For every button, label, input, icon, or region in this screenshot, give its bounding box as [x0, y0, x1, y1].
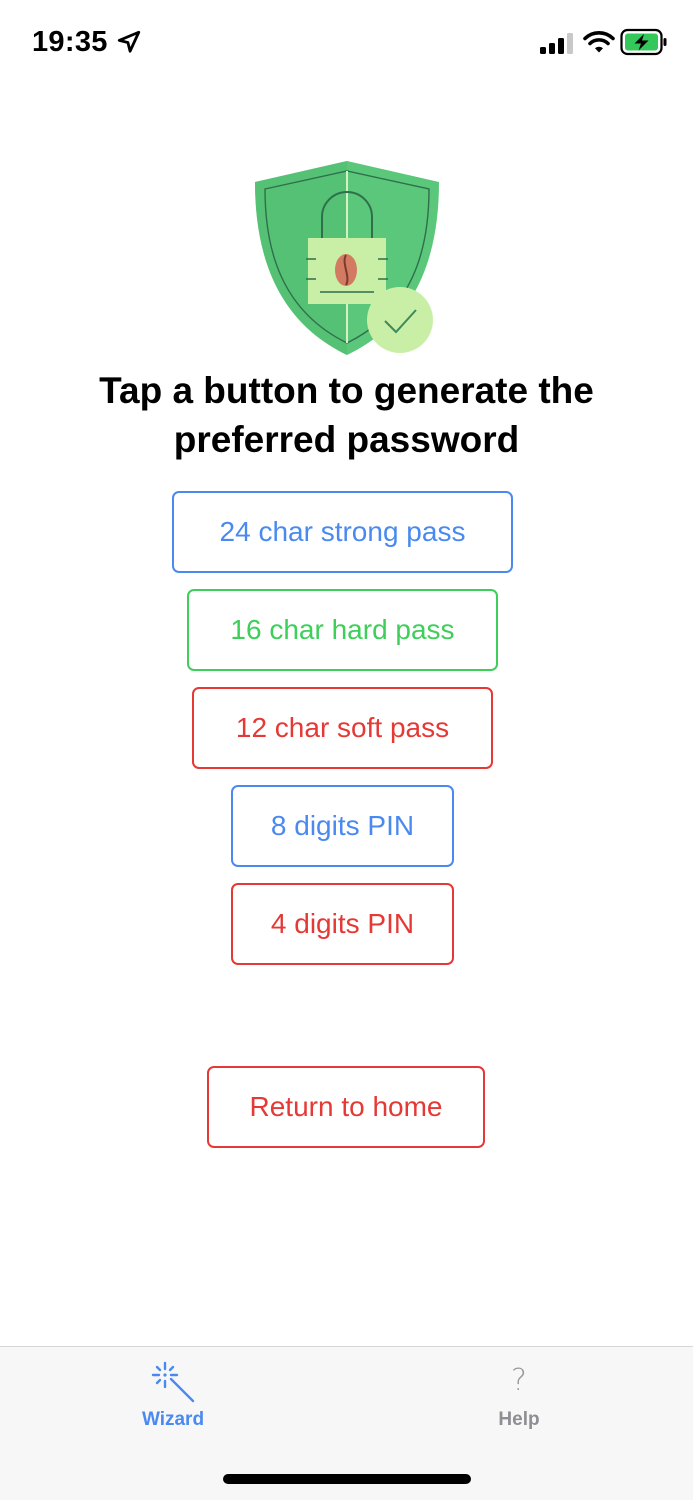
heading-line-2: preferred password — [173, 419, 520, 460]
tab-help-label: Help — [498, 1409, 540, 1430]
page-heading: Tap a button to generate the preferred p… — [40, 366, 653, 464]
heading-line-1: Tap a button to generate the — [99, 370, 594, 411]
status-time: 19:35 — [32, 26, 108, 58]
wifi-icon — [583, 31, 615, 53]
four-digit-pin-button[interactable]: 4 digits PIN — [231, 883, 454, 965]
tab-wizard[interactable]: Wizard — [73, 1347, 273, 1447]
status-bar: 19:35 — [0, 0, 693, 88]
location-arrow-icon — [117, 30, 141, 53]
return-home-button[interactable]: Return to home — [207, 1066, 485, 1148]
soft-password-button[interactable]: 12 char soft pass — [192, 687, 493, 769]
tab-wizard-label: Wizard — [141, 1409, 205, 1430]
question-mark-icon: ? — [511, 1363, 527, 1398]
magic-wand-icon — [151, 1361, 195, 1403]
hard-password-button[interactable]: 16 char hard pass — [187, 589, 498, 671]
eight-digit-pin-button[interactable]: 8 digits PIN — [231, 785, 454, 867]
tab-help[interactable]: ? Help — [419, 1347, 619, 1447]
shield-lock-illustration — [255, 161, 439, 355]
home-indicator — [223, 1474, 471, 1484]
battery-charging-icon — [620, 28, 667, 56]
strong-password-button[interactable]: 24 char strong pass — [172, 491, 513, 573]
cellular-signal-icon — [540, 33, 573, 54]
